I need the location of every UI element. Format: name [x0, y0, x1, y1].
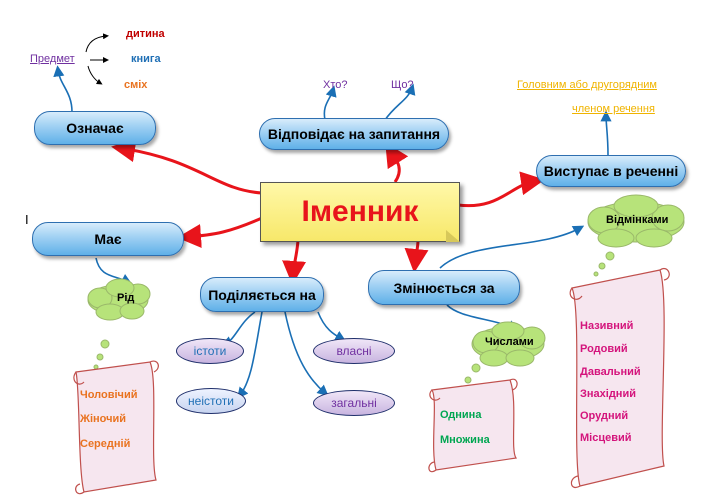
link-vidpovidaie-shcho — [384, 83, 416, 121]
node-podiliaietsia: Поділяється на — [200, 277, 324, 312]
cloud-chyslamy — [459, 321, 546, 391]
example-dytyna: дитина — [126, 28, 165, 40]
cloud-vidminkamy — [587, 194, 685, 277]
oval-vlasni-label: власні — [336, 344, 372, 358]
example-smikh: сміх — [124, 79, 148, 91]
arrow-to-vystupaie — [457, 171, 545, 208]
arrow-to-oznachaie — [111, 138, 263, 195]
link-podil-istoty — [220, 311, 256, 347]
node-vystupaie: Виступає в реченні — [536, 155, 686, 187]
gender-serednii: Середній — [80, 438, 131, 450]
cloud-chyslamy-label: Числами — [485, 336, 534, 348]
oval-zahalni-label: загальні — [331, 396, 377, 410]
case-nazyvnyi: Називний — [580, 320, 634, 332]
arrow-smikh — [87, 65, 103, 85]
node-oznachaie-label: Означає — [66, 120, 124, 136]
cloud-vidminkamy-label: Відмінками — [606, 214, 669, 226]
gender-zhinochyi: Жіночий — [80, 413, 126, 425]
link-zminiuietsia-vidminkamy — [439, 225, 585, 269]
center-title: Іменник — [301, 195, 419, 228]
number-odnyna: Однина — [440, 409, 482, 421]
arrow-to-podiliaietsia — [282, 239, 307, 285]
case-mistsevyi: Місцевий — [580, 432, 632, 444]
scroll-genders — [73, 360, 159, 495]
cloud-rid-label: Рід — [117, 292, 135, 304]
node-podiliaietsia-label: Поділяється на — [208, 286, 316, 303]
role-line-2: членом речення — [572, 103, 655, 115]
node-vidpovidaie: Відповідає на запитання — [259, 118, 449, 150]
node-maie: Має — [32, 222, 184, 256]
oval-vlasni: власні — [313, 338, 395, 364]
node-maie-label: Має — [94, 231, 122, 247]
number-mnozhyna: Множина — [440, 434, 490, 446]
case-znakhidnyi: Знахідний — [580, 388, 636, 400]
link-vystupaie-role — [600, 110, 612, 156]
node-vystupaie-label: Виступає в реченні — [543, 163, 679, 179]
center-node: Іменник — [260, 182, 460, 242]
arrow-dytyna — [85, 33, 109, 53]
cursor-mark: I — [25, 212, 29, 227]
link-vidpovidaie-khto — [323, 85, 337, 121]
node-zminiuietsia: Змінюється за — [368, 270, 520, 305]
node-oznachaie: Означає — [34, 111, 156, 145]
folded-corner — [446, 230, 460, 242]
arrow-to-vidpovidaie — [385, 142, 409, 183]
question-khto: Хто? — [323, 79, 348, 91]
oval-neistoty: неістоти — [176, 388, 246, 414]
link-podil-zahalni — [284, 311, 329, 397]
node-vidpovidaie-label: Відповідає на запитання — [267, 126, 441, 142]
role-line-1: Головним або другорядним — [517, 79, 657, 91]
link-oznachaie-predmet — [53, 65, 73, 113]
oval-istoty: істоти — [176, 338, 244, 364]
scroll-numbers — [428, 378, 518, 473]
arrow-to-zminiuietsia — [404, 239, 429, 273]
arrow-to-maie — [177, 216, 263, 248]
gender-cholovichyi: Чоловічий — [80, 389, 138, 401]
predmet-label: Предмет — [30, 53, 75, 65]
link-podil-vlasni — [317, 311, 347, 342]
cloud-rid — [87, 278, 151, 370]
scroll-cases — [569, 268, 670, 488]
question-shcho: Що? — [391, 79, 414, 91]
case-davalnyi: Давальний — [580, 366, 641, 378]
example-knyha: книга — [131, 53, 161, 65]
link-podil-neistoty — [237, 311, 263, 399]
node-zminiuietsia-label: Змінюється за — [393, 279, 495, 296]
case-rodovyi: Родовий — [580, 343, 628, 355]
oval-neistoty-label: неістоти — [188, 394, 234, 408]
oval-istoty-label: істоти — [193, 344, 227, 358]
oval-zahalni: загальні — [313, 390, 395, 416]
case-orudnyi: Орудний — [580, 410, 629, 422]
link-maie-rid — [95, 257, 133, 285]
